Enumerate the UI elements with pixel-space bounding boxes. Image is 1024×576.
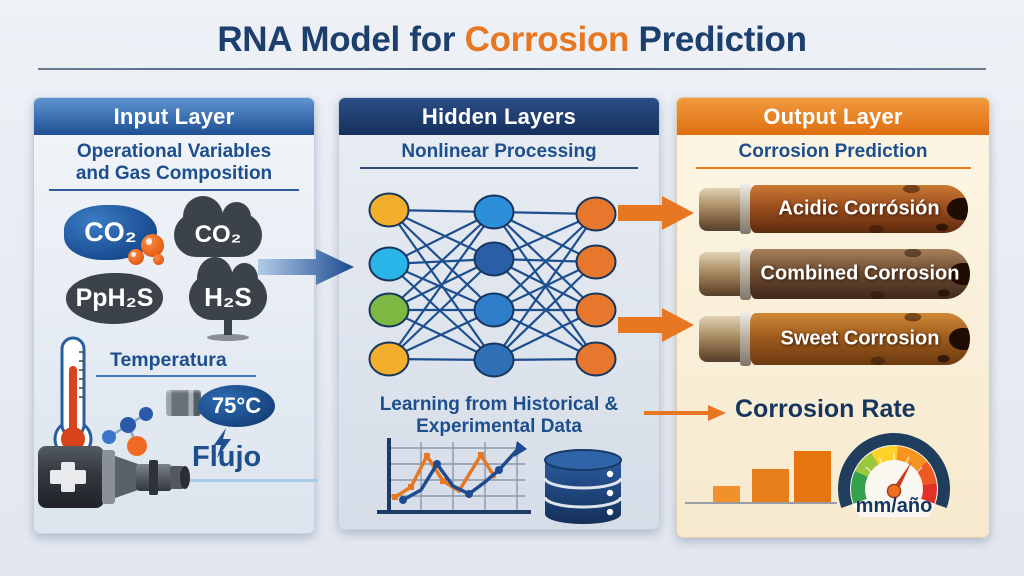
page-title: RNA Model for Corrosion Prediction: [0, 20, 1024, 60]
flow-label: Flujo: [192, 441, 262, 473]
title-suffix: Prediction: [629, 20, 807, 59]
network-node: [368, 246, 410, 282]
pipe-ring-icon: [740, 184, 751, 234]
hidden-to-output-arrow-top: [618, 196, 694, 230]
network-node: [473, 194, 515, 230]
corrosion-gauge-icon: mm/año: [838, 433, 950, 517]
h2s-cloud-icon: H₂S: [189, 256, 267, 320]
corroded-pipe: Acidic Corrósión: [699, 184, 971, 234]
input-layer-panel: Input Layer Operational Variables and Ga…: [33, 97, 318, 534]
temperature-underline: [96, 375, 256, 377]
hidden-subtitle: Nonlinear Processing: [401, 141, 597, 162]
database-icon: [543, 449, 623, 524]
pipe-cap-icon: [699, 315, 743, 363]
pipe-label: Acidic Corrósión: [778, 197, 940, 220]
output-layer-header: Output Layer: [677, 98, 989, 135]
hidden-to-output-arrow-bottom: [618, 308, 694, 342]
lightning-bolt-icon: [214, 428, 231, 458]
hidden-layers-panel: Hidden Layers Nonlinear Processing Learn…: [338, 97, 660, 530]
pipe-label: Combined Corrosion: [760, 262, 960, 285]
network-node: [575, 292, 617, 328]
network-node: [368, 192, 410, 228]
network-node: [473, 241, 515, 277]
co2-cloud-icon: CO₂: [174, 196, 262, 257]
rate-bar-icon: [713, 486, 740, 502]
h2s-cloud-stem: [224, 320, 232, 335]
title-corrosion: Corrosion: [464, 20, 630, 59]
historical-chart-icon: [377, 438, 531, 514]
gauge-unit-label: mm/año: [856, 495, 933, 517]
pipe-connector-icon: [166, 390, 201, 416]
network-node: [575, 341, 617, 377]
corroded-pipe: Combined Corrosion: [699, 248, 973, 300]
input-subtitle: Operational Variables and Gas Compositio…: [75, 141, 273, 185]
gas-bubble-icon: [141, 234, 164, 257]
rate-bar-icon: [794, 451, 831, 502]
output-subtitle: Corrosion Prediction: [738, 141, 928, 162]
temperature-label: Temperatura: [110, 349, 227, 371]
pipe-label: Sweet Corrosion: [780, 327, 940, 350]
hidden-layers-header: Hidden Layers: [339, 98, 659, 135]
corrosion-rate-label: Corrosion Rate: [735, 395, 916, 423]
flow-underline: [182, 479, 318, 482]
pipe-cap-icon: [699, 187, 743, 231]
network-node: [473, 342, 515, 378]
gas-bubble-icon: [128, 249, 144, 265]
corroded-pipe: Sweet Corrosion: [699, 312, 973, 366]
hidden-subtitle-underline: [360, 167, 638, 170]
pipe-ring-icon: [740, 312, 751, 366]
network-node: [368, 341, 410, 377]
output-layer-panel: Output Layer Corrosion Prediction Acidic…: [676, 97, 990, 538]
pipe-body-icon: [750, 313, 970, 365]
pipe-ring-icon: [740, 248, 751, 300]
valve-pipe-icon: [38, 446, 190, 508]
title-middle: Model for: [290, 20, 465, 59]
network-node: [575, 244, 617, 280]
title-rna: RNA: [217, 20, 291, 59]
temperature-value-badge: 75°C: [198, 385, 275, 427]
co2-bubble-icon: CO₂: [64, 205, 157, 260]
corrosion-rate-arrow: [644, 405, 726, 421]
thermometer-icon: [53, 336, 93, 459]
bar-baseline: [685, 502, 837, 504]
gas-bubble-icon: [153, 254, 164, 265]
neural-network: [368, 192, 617, 378]
rate-bar-icon: [752, 469, 789, 502]
input-to-hidden-arrow: [258, 249, 354, 285]
molecule-icon: [102, 407, 153, 456]
input-layer-header: Input Layer: [34, 98, 314, 135]
network-node: [368, 292, 410, 328]
pipe-body-icon: [750, 249, 970, 299]
network-node: [575, 196, 617, 232]
pipe-cap-icon: [699, 251, 743, 297]
learning-caption: Learning from Historical & Experimental …: [379, 394, 619, 438]
pph2s-blob-icon: PpH₂S: [66, 273, 163, 324]
title-divider: [38, 68, 986, 70]
h2s-cloud-shadow: [207, 334, 249, 341]
output-subtitle-underline: [695, 167, 971, 170]
pipe-body-icon: [750, 185, 968, 233]
network-node: [473, 292, 515, 328]
input-subtitle-underline: [49, 189, 299, 192]
